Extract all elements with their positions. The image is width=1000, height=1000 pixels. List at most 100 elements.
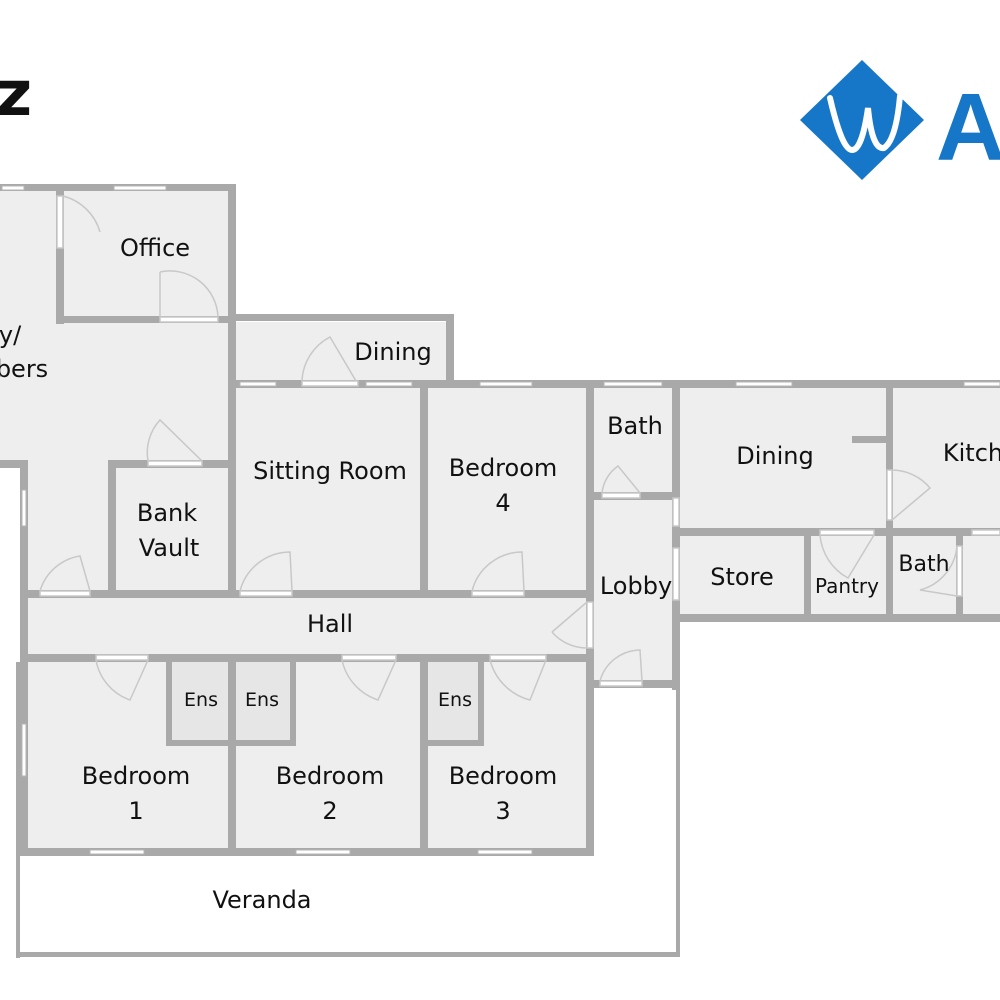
window — [239, 381, 277, 387]
door-opening — [672, 547, 680, 601]
room-label-pantry: Pantry — [815, 574, 879, 598]
wall — [166, 740, 232, 746]
window — [603, 381, 663, 387]
door-opening — [886, 469, 893, 521]
wall — [290, 654, 296, 746]
door-swing — [146, 418, 203, 462]
floor-bedroom-4 — [426, 388, 588, 592]
window — [963, 381, 1000, 387]
floor-laundry — [962, 536, 1000, 616]
wall — [0, 460, 28, 468]
door-opening — [601, 492, 641, 499]
room-label-bedroom-4: 4 — [495, 489, 510, 517]
room-label-bank-vault: Bank — [137, 499, 197, 527]
door-opening — [147, 460, 203, 467]
floor-kitchen — [892, 388, 1000, 530]
room-label-bedroom-1: Bedroom — [82, 762, 191, 790]
door-opening — [819, 529, 875, 536]
floor-store — [680, 536, 806, 616]
logo-text: A — [936, 74, 1000, 181]
wall — [228, 184, 236, 596]
room-label-lobby: Lobby — [600, 572, 672, 600]
room-label-dining-small: Dining — [354, 338, 431, 366]
wall — [420, 380, 428, 596]
door-opening — [672, 497, 680, 527]
room-label-dining-main: Dining — [736, 442, 813, 470]
window — [21, 723, 27, 777]
room-label-bedroom-1: 1 — [128, 797, 143, 825]
floor-lobby — [594, 500, 678, 684]
wall — [672, 614, 1000, 622]
window — [735, 381, 793, 387]
wall — [424, 740, 484, 746]
floor-ensuite-3 — [428, 660, 480, 742]
wall — [166, 654, 172, 746]
floor-dining-main — [680, 388, 888, 530]
floor-areas — [0, 190, 1000, 850]
wall — [20, 590, 594, 598]
room-label-ensuite-1: Ens — [184, 689, 218, 711]
door-opening — [39, 590, 91, 597]
room-label-library: bers — [0, 355, 48, 383]
door-swing — [301, 336, 357, 382]
wall — [676, 686, 680, 957]
door-swing — [601, 464, 641, 494]
room-label-library: y/ — [0, 321, 22, 349]
room-label-bath-top: Bath — [607, 412, 663, 440]
room-label-bedroom-3: Bedroom — [449, 762, 558, 790]
room-label-kitchen: Kitch — [943, 439, 1000, 467]
wall — [420, 654, 428, 856]
door-opening — [159, 316, 219, 323]
room-label-bedroom-3: 3 — [495, 797, 510, 825]
room-label-hall: Hall — [307, 610, 353, 638]
floor-hall — [28, 596, 592, 654]
room-label-ensuite-2: Ens — [245, 689, 279, 711]
room-label-bedroom-4: Bedroom — [449, 454, 558, 482]
floor-bank-vault — [116, 468, 230, 592]
door-swing — [891, 469, 932, 521]
window — [113, 185, 167, 191]
door-swing — [919, 545, 958, 597]
door-opening — [489, 654, 547, 661]
floor-ensuite-1 — [170, 660, 230, 742]
room-label-ensuite-3: Ens — [438, 689, 472, 711]
window — [295, 849, 351, 855]
door-swing — [39, 555, 91, 592]
door-opening — [586, 601, 594, 649]
windows — [1, 185, 1000, 855]
wall — [804, 528, 811, 620]
floor-ensuite-2 — [236, 660, 292, 742]
door-opening — [301, 380, 359, 387]
window — [21, 489, 27, 527]
wall — [108, 460, 116, 596]
door-opening — [471, 590, 525, 597]
floor-dining-small — [234, 322, 448, 382]
door-swing — [471, 551, 525, 592]
page-title-fragment: z — [0, 57, 32, 130]
room-labels: y/ bers Office Dining Sitting Room Bedro… — [0, 234, 1000, 914]
doors — [39, 195, 1000, 701]
window — [89, 849, 145, 855]
wall — [228, 314, 454, 321]
room-label-bank-vault: Vault — [139, 534, 200, 562]
door-swing — [95, 659, 149, 701]
door-swing — [159, 270, 219, 318]
door-opening — [956, 545, 963, 597]
floor-office — [64, 190, 230, 320]
wall — [228, 654, 236, 856]
door-opening — [95, 654, 149, 661]
wall — [56, 184, 64, 324]
brand-logo: A — [800, 60, 1000, 181]
door-swing — [489, 659, 547, 701]
room-label-bedroom-2: Bedroom — [276, 762, 385, 790]
wall — [20, 654, 594, 662]
floor-sitting-room — [234, 388, 420, 592]
room-label-store: Store — [710, 563, 773, 591]
room-label-office: Office — [120, 234, 190, 262]
wall — [586, 380, 594, 660]
window — [479, 381, 533, 387]
window — [1, 185, 25, 191]
room-label-sitting-room: Sitting Room — [253, 457, 407, 485]
wall — [16, 952, 680, 957]
